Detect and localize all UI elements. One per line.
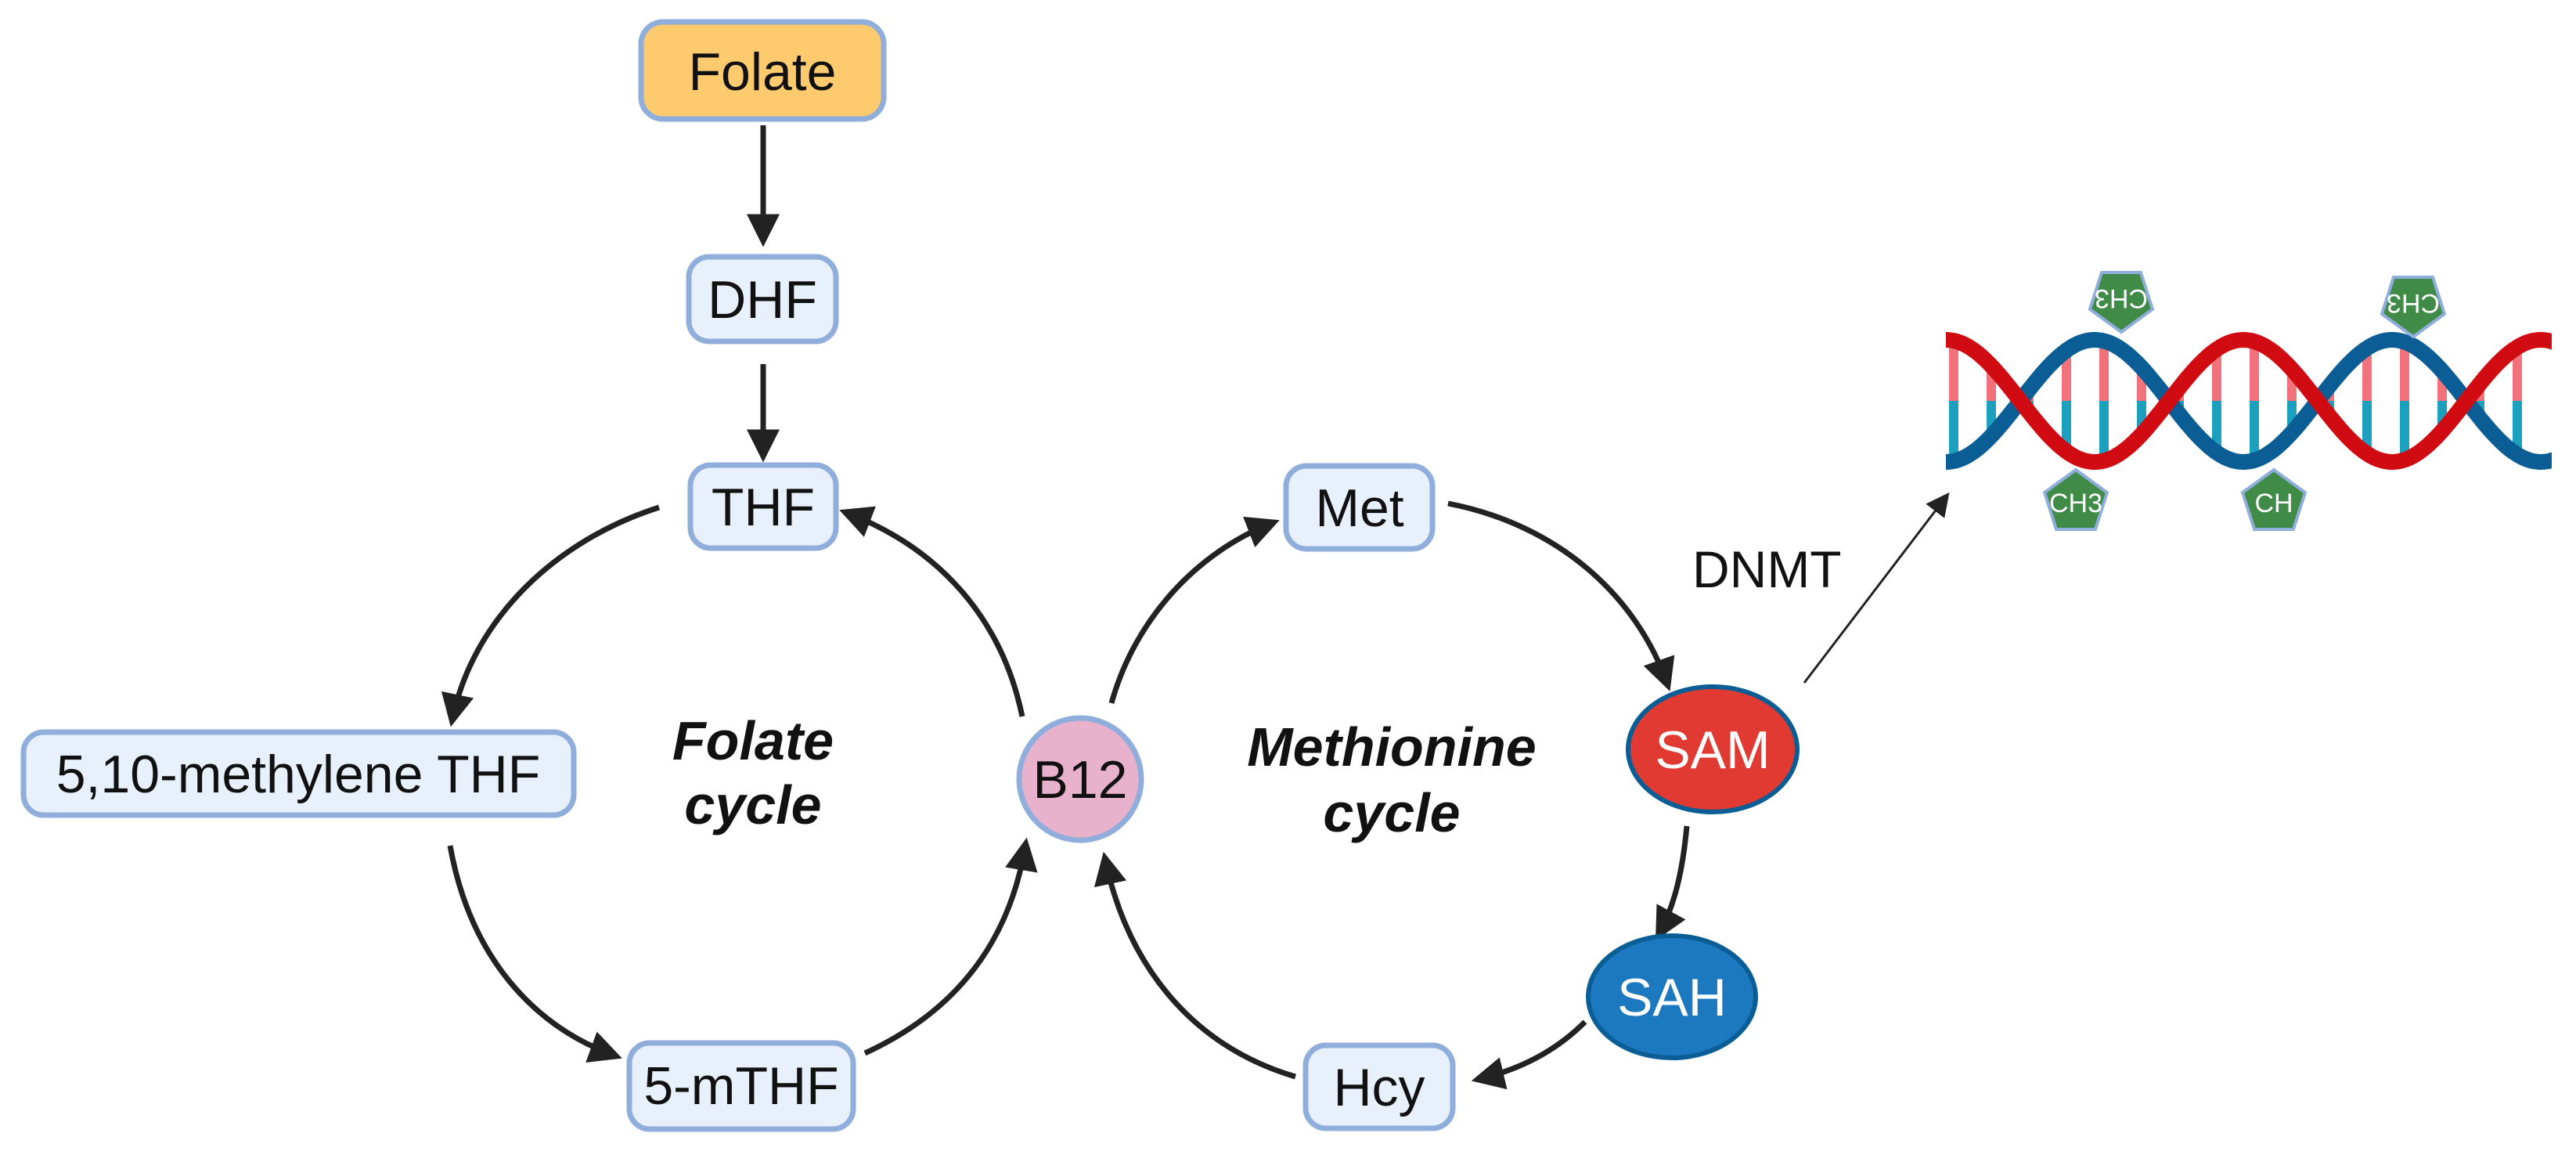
hcy-node-label: Hcy bbox=[1333, 1058, 1425, 1117]
dna-base-teal bbox=[2062, 401, 2071, 452]
hcy-node: Hcy bbox=[1302, 1042, 1456, 1131]
dnmt-label: DNMT bbox=[1692, 540, 1842, 598]
arrows bbox=[441, 125, 1950, 1090]
dna-strand-blue bbox=[1946, 332, 2552, 471]
methyl-group-2: CH3 bbox=[2380, 276, 2447, 339]
dna-base-red bbox=[2062, 350, 2071, 401]
dhf-node: DHF bbox=[686, 254, 839, 345]
dna-base-red bbox=[2099, 341, 2109, 401]
folate-cycle-label-line2: cycle bbox=[684, 774, 821, 835]
arrow-b12-to-met bbox=[1108, 516, 1280, 704]
met-node: Met bbox=[1283, 463, 1436, 552]
folate-node-label: Folate bbox=[689, 42, 837, 102]
b12-node: B12 bbox=[1016, 715, 1144, 843]
methyl-group-3: CH3 bbox=[2042, 467, 2109, 531]
dna-base-teal bbox=[2250, 401, 2259, 460]
methylene-thf-box bbox=[20, 729, 577, 818]
methyl-group-3-label: CH3 bbox=[2049, 489, 2102, 518]
methyl-pentagon-icon bbox=[2240, 467, 2308, 531]
folate-box bbox=[638, 19, 887, 122]
arrow-met-to-sam bbox=[1447, 500, 1675, 691]
arrow-methylene-thf-to-mthf bbox=[447, 845, 622, 1063]
methionine-cycle-label-line2: cycle bbox=[1323, 782, 1460, 843]
methyl-group-1: CH3 bbox=[2088, 271, 2155, 334]
arrow-sam-to-dna bbox=[1803, 492, 1950, 684]
dna-base-teal bbox=[2099, 401, 2109, 461]
dna-base-teal bbox=[2513, 401, 2522, 455]
dna-base-teal bbox=[2362, 401, 2372, 454]
methyl-group-1-label: CH3 bbox=[2095, 283, 2148, 313]
methyl-pentagon-icon bbox=[2042, 467, 2109, 531]
methylene-thf-node-label: 5,10-methylene THF bbox=[56, 745, 541, 804]
dna-strand-red bbox=[1946, 331, 2552, 470]
met-node-label: Met bbox=[1315, 478, 1403, 538]
hcy-box bbox=[1302, 1042, 1456, 1131]
methyl-group-4-label: CH bbox=[2254, 489, 2293, 518]
dna-base-pairs bbox=[1949, 341, 2522, 461]
sam-ellipse bbox=[1626, 684, 1800, 814]
sam-node-label: SAM bbox=[1655, 720, 1770, 780]
mthf-box bbox=[626, 1040, 856, 1132]
folate-cycle-label-line1: Folate bbox=[672, 710, 834, 771]
arrow-thf-to-methylene-thf bbox=[441, 504, 661, 727]
sah-node: SAH bbox=[1586, 933, 1758, 1060]
dna-base-red bbox=[1949, 341, 1958, 401]
methyl-pentagon-icon bbox=[2380, 276, 2447, 339]
dna-base-teal bbox=[2400, 401, 2409, 460]
dna-base-red bbox=[2513, 347, 2522, 401]
dna-base-teal bbox=[2212, 401, 2221, 453]
dna-base-red bbox=[2362, 348, 2372, 401]
b12-circle bbox=[1016, 715, 1144, 843]
sah-ellipse bbox=[1586, 933, 1758, 1060]
methionine-cycle-label-line1: Methionine bbox=[1247, 716, 1536, 778]
met-box bbox=[1283, 463, 1436, 552]
arrow-hcy-to-b12 bbox=[1094, 851, 1296, 1080]
dna-base-red bbox=[2212, 349, 2221, 401]
methyl-pentagon-icon bbox=[2088, 271, 2155, 334]
folate-node: Folate bbox=[638, 19, 887, 122]
arrow-mthf-to-b12 bbox=[863, 837, 1038, 1056]
dna-base-red bbox=[2400, 341, 2409, 401]
dhf-box bbox=[686, 254, 839, 345]
thf-node: THF bbox=[687, 462, 839, 551]
thf-node-label: THF bbox=[712, 478, 815, 537]
dna-helix-icon bbox=[1946, 331, 2552, 471]
dhf-node-label: DHF bbox=[708, 270, 817, 330]
mthf-node-label: 5-mTHF bbox=[643, 1056, 838, 1116]
sam-node: SAM bbox=[1626, 684, 1800, 814]
dna-base-red bbox=[2250, 341, 2259, 401]
methyl-group-2-label: CH3 bbox=[2387, 288, 2440, 318]
arrow-sam-to-sah bbox=[1655, 825, 1690, 941]
b12-node-label: B12 bbox=[1033, 750, 1128, 810]
methylene-thf-node: 5,10-methylene THF bbox=[20, 729, 577, 818]
mthf-node: 5-mTHF bbox=[626, 1040, 856, 1132]
thf-box bbox=[687, 462, 839, 551]
sah-node-label: SAH bbox=[1617, 968, 1727, 1027]
dna-base-teal bbox=[1949, 401, 1958, 461]
arrow-sah-to-hcy bbox=[1471, 1019, 1587, 1090]
arrow-b12-to-thf bbox=[839, 506, 1025, 717]
methyl-group-4: CH bbox=[2240, 467, 2308, 531]
